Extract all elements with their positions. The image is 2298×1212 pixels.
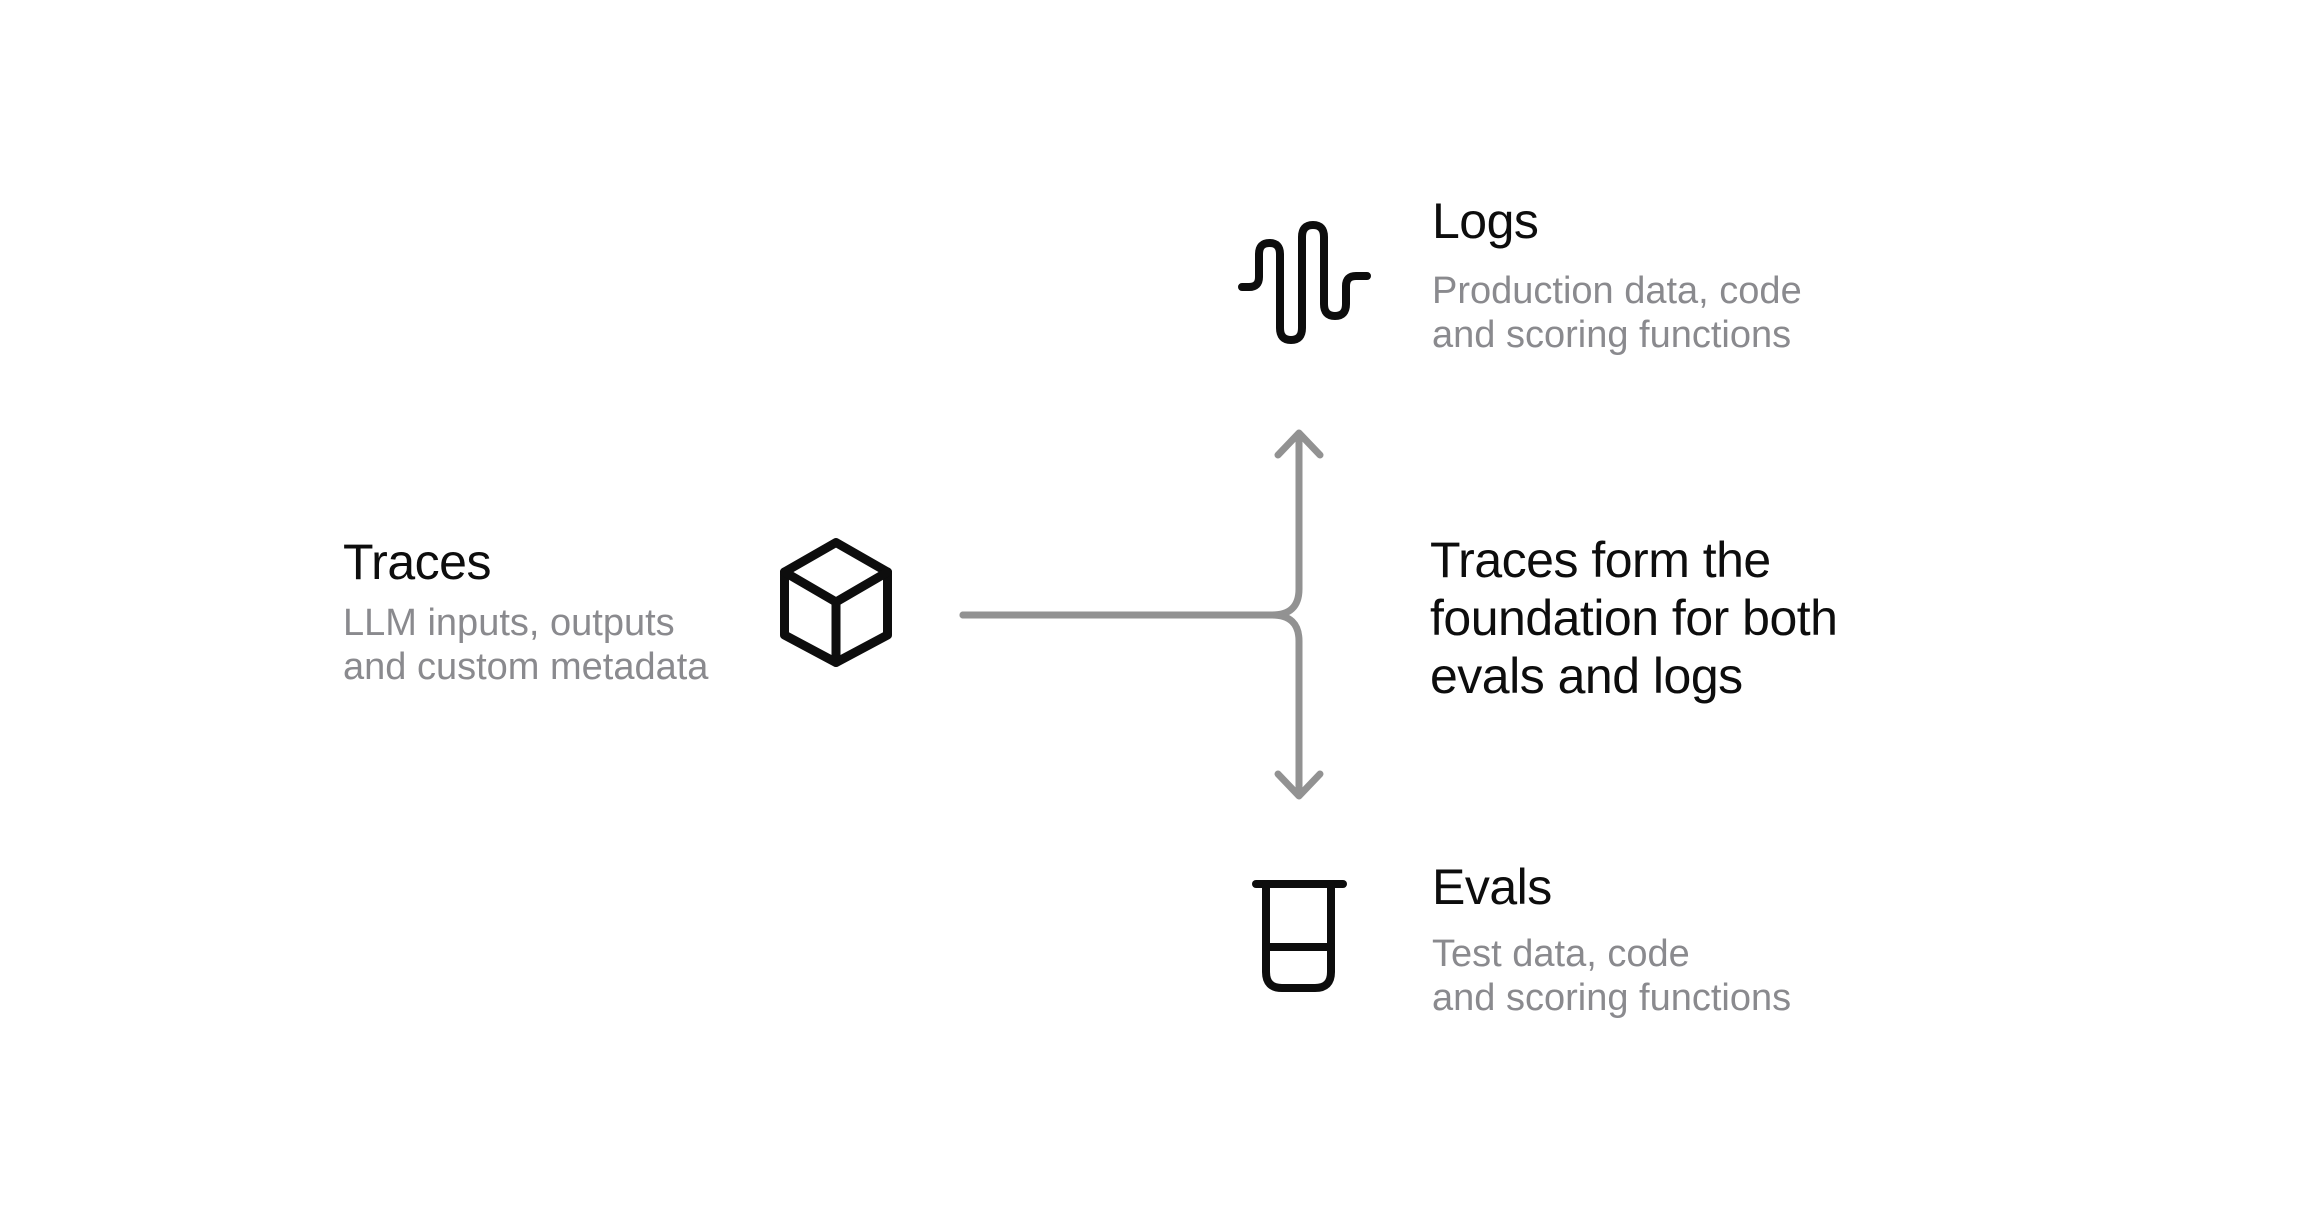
beaker-icon	[1252, 878, 1347, 994]
traces-subtitle: LLM inputs, outputs and custom metadata	[343, 601, 708, 689]
traces-title: Traces	[343, 534, 491, 590]
logs-title: Logs	[1432, 193, 1539, 249]
connector-up-branch	[959, 433, 1303, 619]
logs-subtitle: Production data, code and scoring functi…	[1432, 269, 1802, 357]
arrow-up-icon	[1274, 429, 1324, 459]
logs-subtitle-line-1: Production data, code	[1432, 270, 1802, 312]
annotation-line-1: Traces form the	[1430, 532, 1771, 588]
connector-down-branch	[959, 611, 1303, 797]
traces-subtitle-line-1: LLM inputs, outputs	[343, 602, 675, 644]
annotation-line-3: evals and logs	[1430, 648, 1743, 704]
evals-title: Evals	[1432, 859, 1552, 915]
waveform-icon	[1238, 217, 1371, 344]
annotation-line-2: foundation for both	[1430, 590, 1838, 646]
annotation-text: Traces form the foundation for both eval…	[1430, 531, 1838, 705]
cube-icon	[778, 536, 894, 669]
arrow-down-icon	[1274, 770, 1324, 800]
evals-subtitle-line-1: Test data, code	[1432, 933, 1690, 975]
logs-subtitle-line-2: and scoring functions	[1432, 314, 1792, 356]
evals-subtitle: Test data, code and scoring functions	[1432, 932, 1791, 1020]
traces-subtitle-line-2: and custom metadata	[343, 646, 709, 688]
evals-subtitle-line-2: and scoring functions	[1432, 977, 1792, 1019]
